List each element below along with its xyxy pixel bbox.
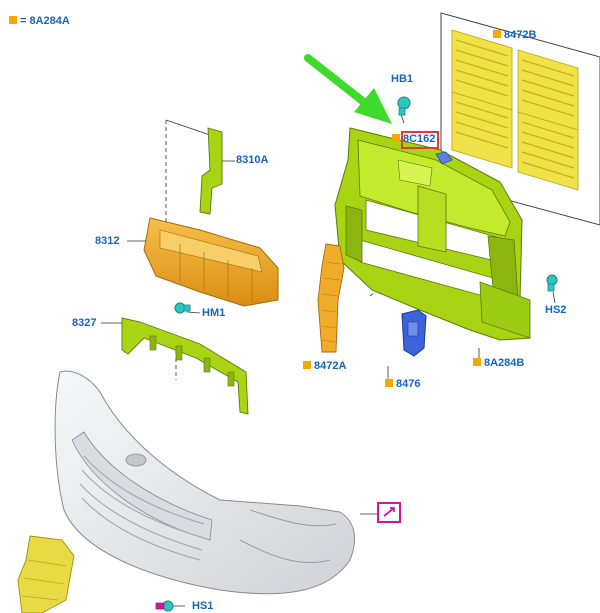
callout-hs2[interactable]: HS2	[545, 304, 567, 316]
callout-8472a[interactable]: 8472A	[303, 360, 346, 372]
callout-hm1[interactable]: HM1	[202, 307, 226, 319]
ordered-marker-icon	[303, 361, 311, 369]
callout-8327[interactable]: 8327	[72, 317, 97, 329]
shutter-8472a	[317, 243, 345, 353]
callout-8312[interactable]: 8312	[95, 235, 120, 247]
callout-8c162[interactable]: 8C162	[392, 133, 435, 145]
hb1-fastener	[397, 96, 411, 116]
callout-hs1[interactable]: HS1	[192, 600, 214, 612]
green-pointer-arrow	[304, 54, 392, 124]
callout-8c162-highlight-box	[401, 131, 439, 149]
sensor-8476	[401, 309, 427, 357]
legend-text: = 8A284A	[20, 15, 70, 27]
hm1-fastener	[174, 302, 191, 314]
ordered-marker-icon	[493, 30, 501, 38]
bracket-8310a	[199, 127, 223, 215]
legend: = 8A284A	[9, 15, 70, 27]
ordered-marker-icon	[385, 379, 393, 387]
lower-left-bracket	[17, 535, 75, 613]
hs1-fastener	[155, 600, 174, 612]
callout-hb1[interactable]: HB1	[391, 73, 414, 85]
callout-8472b[interactable]: 8472B	[493, 29, 536, 41]
legend-marker-icon	[9, 16, 17, 24]
ordered-marker-icon	[473, 358, 481, 366]
bumper-cover	[54, 370, 356, 595]
clip-8c162	[435, 151, 453, 165]
magenta-symbol-icon	[377, 502, 401, 523]
callout-8310a[interactable]: 8310A	[236, 154, 269, 166]
radiator-support-frame	[334, 127, 531, 341]
hs2-fastener	[546, 274, 558, 292]
callout-8a284b[interactable]: 8A284B	[473, 357, 524, 369]
ordered-marker-icon	[392, 134, 400, 142]
bracket-8327	[121, 317, 249, 415]
callout-8476[interactable]: 8476	[385, 378, 420, 390]
absorber-8312	[143, 217, 279, 307]
